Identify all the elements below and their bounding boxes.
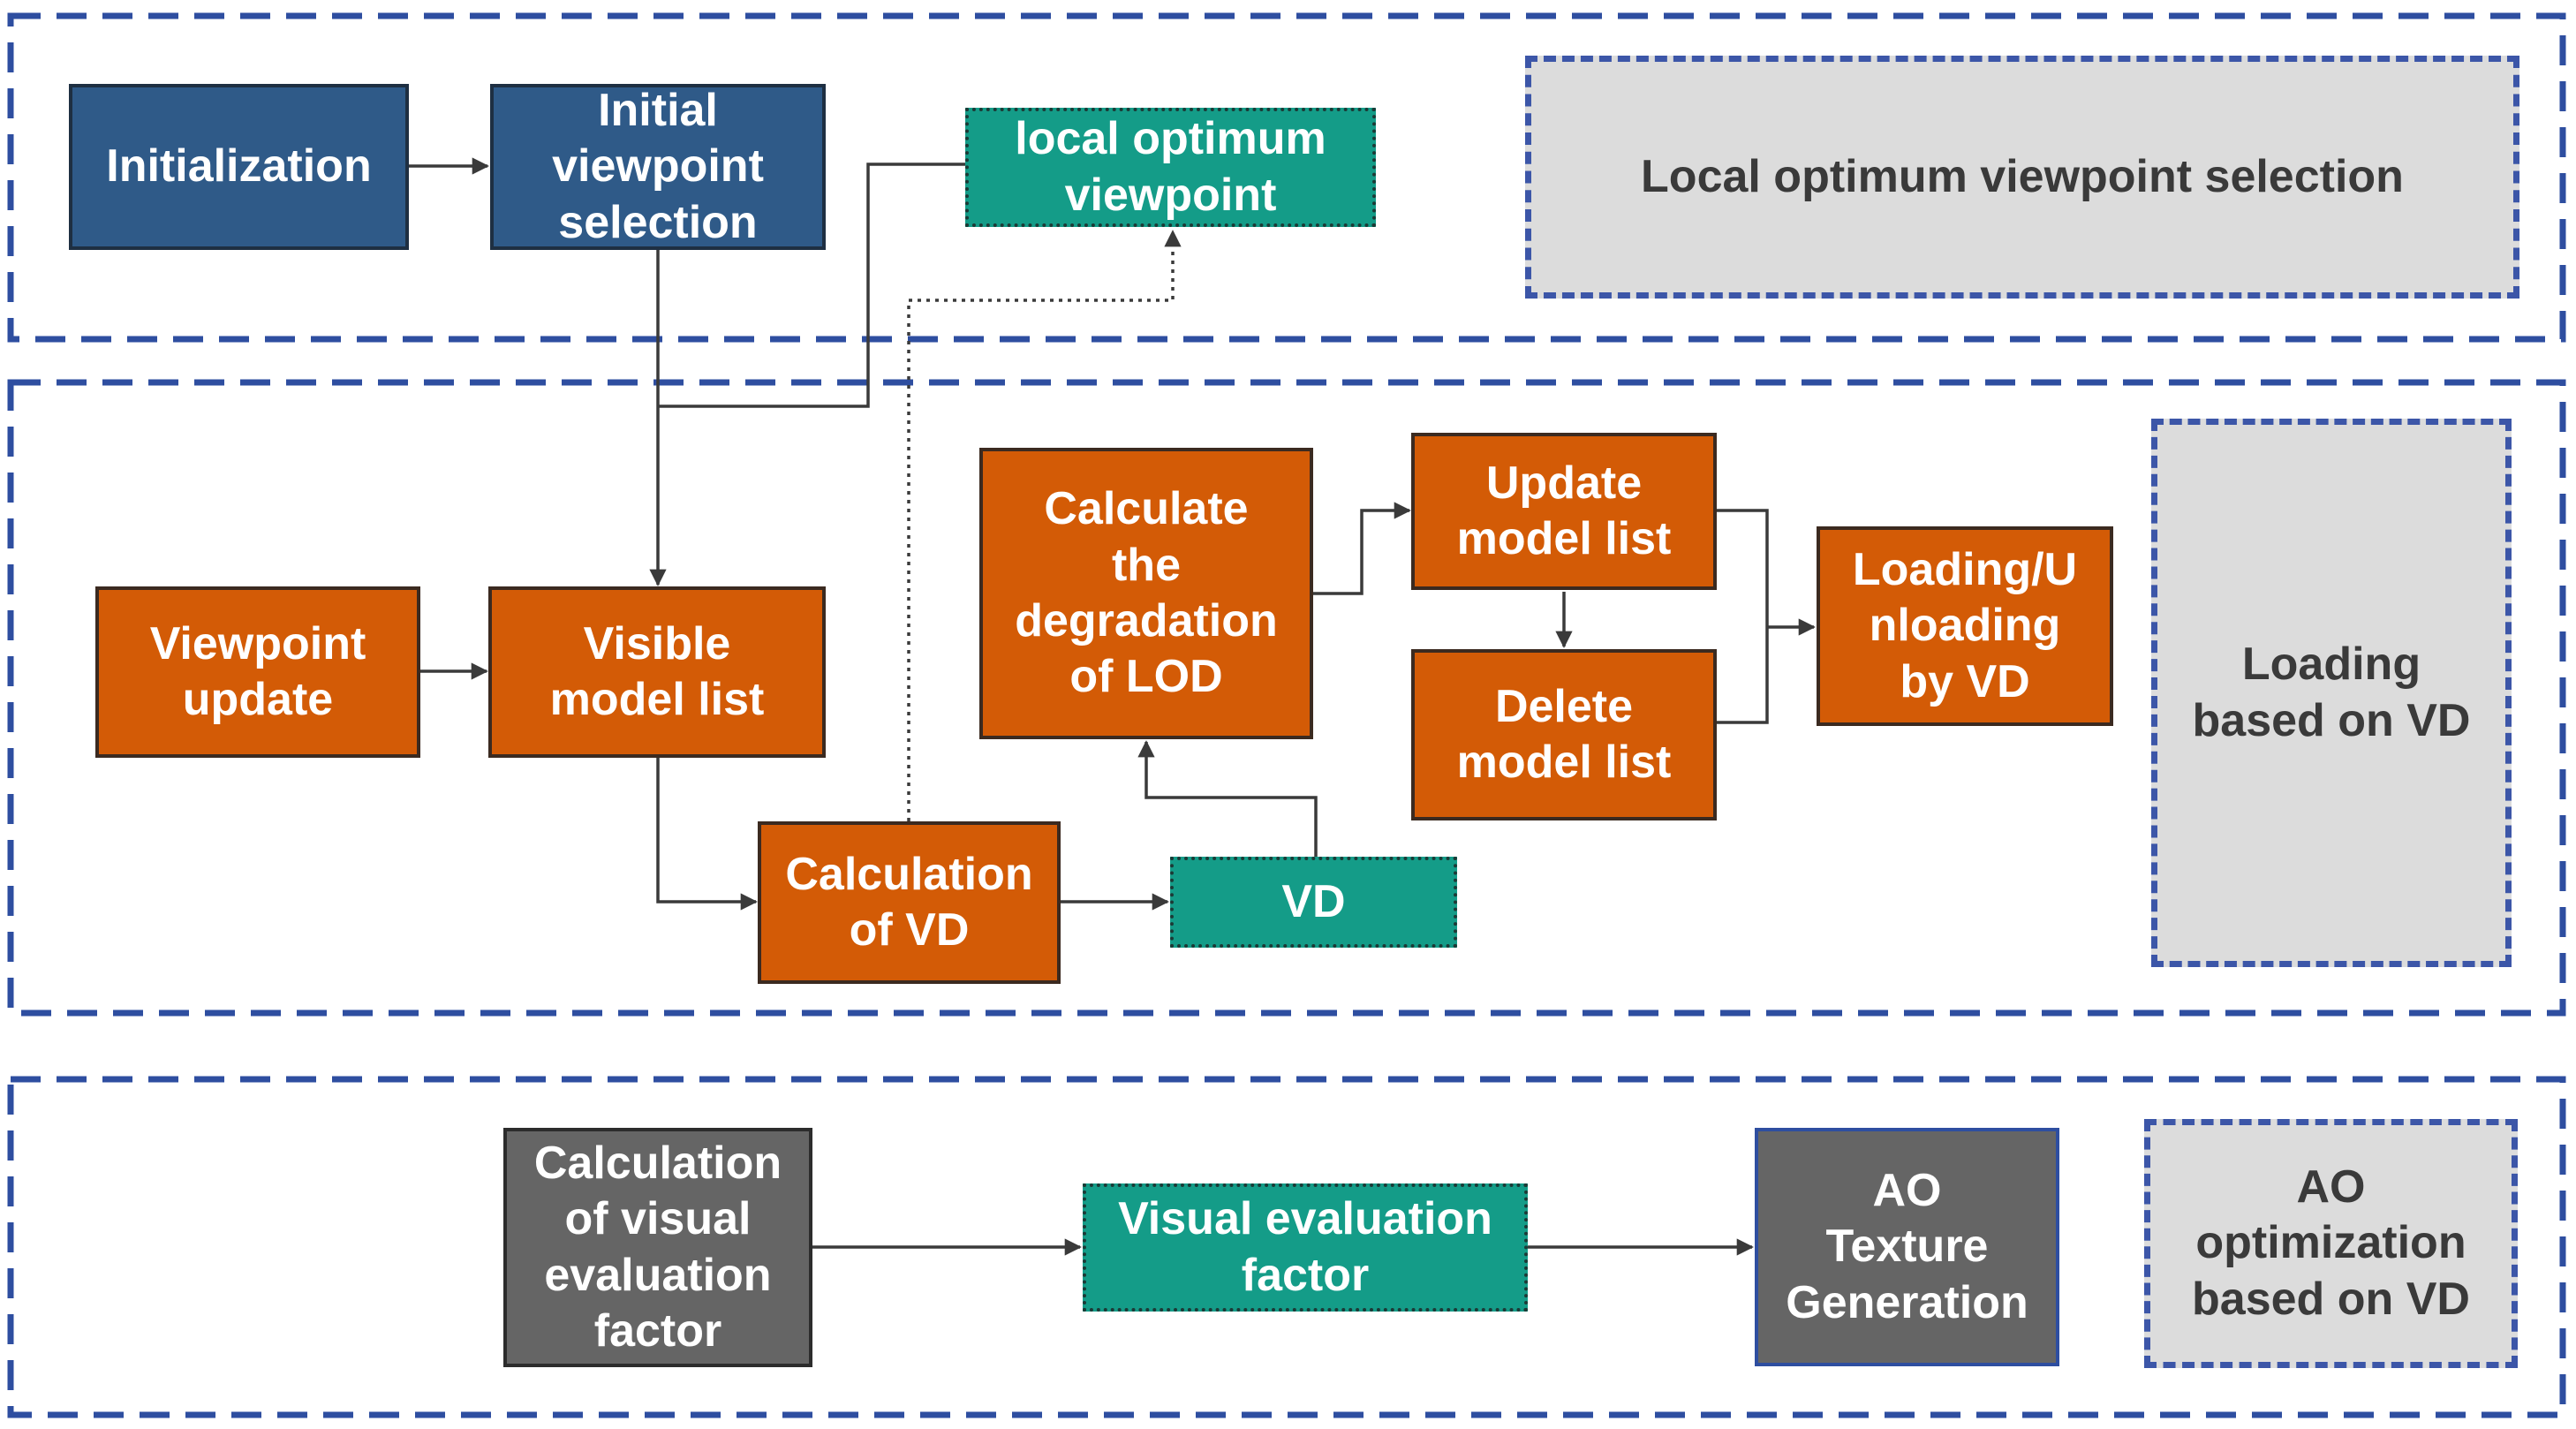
initialization-text: Initialization (106, 140, 372, 193)
arrow-visible-to-calcvd (656, 757, 758, 911)
region-bottom-label: AO optimization based on VD (2144, 1119, 2518, 1368)
update-model-list-text: Update model list (1456, 457, 1672, 564)
vd-text: VD (1281, 875, 1346, 927)
calculate-lod-node: Calculate the degradation of LOD (979, 448, 1313, 739)
calc-visual-factor-text: Calculation of visual evaluation factor (533, 1137, 782, 1357)
loading-unloading-text: Loading/U nloading by VD (1852, 543, 2078, 707)
region-top-label-text: Local optimum viewpoint selection (1641, 150, 2404, 202)
viewpoint-update-node: Viewpoint update (95, 586, 420, 758)
delete-model-list-node: Delete model list (1411, 649, 1717, 820)
delete-model-list-text: Delete model list (1456, 680, 1672, 788)
initialization-node: Initialization (69, 84, 409, 250)
visual-factor-node: Visual evaluation factor (1083, 1183, 1528, 1312)
arrow-lod-to-update (1313, 502, 1411, 595)
calculation-of-vd-node: Calculation of VD (758, 821, 1061, 984)
viewpoint-update-text: Viewpoint update (149, 617, 366, 725)
region-bottom-label-text: AO optimization based on VD (2192, 1161, 2470, 1325)
ao-texture-text: AO Texture Generation (1786, 1164, 2028, 1328)
arrow-update-to-loading (1717, 509, 1769, 724)
local-optimum-viewpoint-text: local optimum viewpoint (1015, 113, 1326, 221)
calculate-lod-text: Calculate the degradation of LOD (1015, 483, 1278, 703)
region-bottom-frame (7, 1076, 2566, 1418)
initial-viewpoint-text: Initial viewpoint selection (552, 84, 764, 248)
region-top-frame (7, 12, 2566, 343)
arrow-local-to-visible (658, 163, 965, 408)
visual-factor-text: Visual evaluation factor (1118, 1193, 1492, 1301)
arrow-vd-to-lod (1137, 740, 1318, 857)
local-optimum-viewpoint-node: local optimum viewpoint (965, 108, 1376, 227)
region-middle-label: Loading based on VD (2151, 419, 2512, 967)
region-middle-label-text: Loading based on VD (2192, 639, 2471, 746)
visible-model-list-text: Visible model list (549, 617, 765, 725)
calculation-of-vd-text: Calculation of VD (785, 848, 1033, 956)
update-model-list-node: Update model list (1411, 433, 1717, 590)
loading-unloading-node: Loading/U nloading by VD (1817, 526, 2113, 726)
initial-viewpoint-node: Initial viewpoint selection (490, 84, 826, 250)
vd-node: VD (1170, 857, 1457, 948)
ao-texture-node: AO Texture Generation (1755, 1128, 2059, 1366)
region-top-label: Local optimum viewpoint selection (1525, 56, 2519, 299)
visible-model-list-node: Visible model list (488, 586, 826, 758)
region-middle-frame (7, 379, 2566, 1017)
calc-visual-factor-node: Calculation of visual evaluation factor (503, 1128, 812, 1367)
